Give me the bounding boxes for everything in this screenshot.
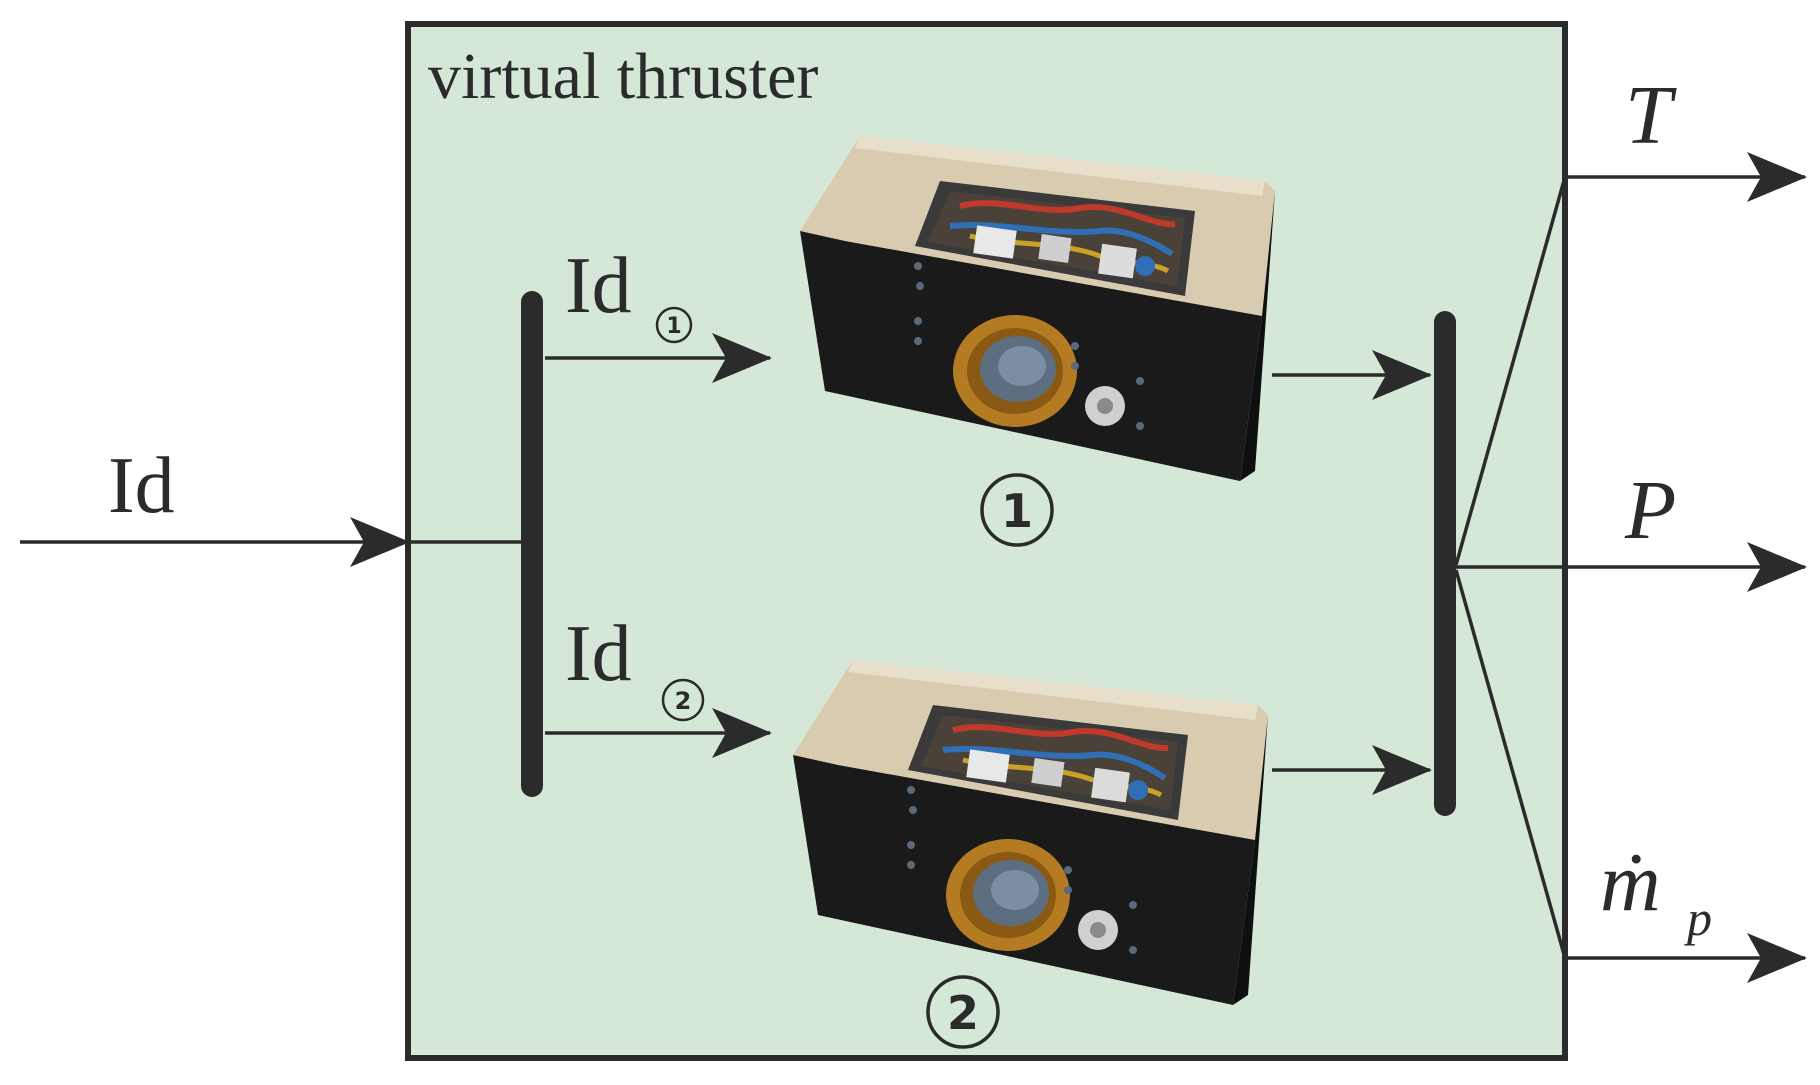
unit-1-number-circle xyxy=(980,473,1054,547)
unit-2-number-circle xyxy=(926,975,1000,1049)
thrust-label: T xyxy=(1625,69,1677,162)
fanout-line-mass-flow xyxy=(1454,569,1567,959)
mass-flow-label: ṁ xyxy=(1600,836,1661,929)
branch-1-subscript-circle xyxy=(655,306,693,344)
power-label: P xyxy=(1624,464,1676,557)
mass-flow-subscript: p xyxy=(1684,890,1712,946)
fanout-line-thrust xyxy=(1454,176,1567,566)
branch-2-subscript: 2 xyxy=(675,687,692,715)
branch-2-label: Id xyxy=(565,610,632,698)
unit-1-number: 1 xyxy=(1001,484,1033,538)
block-title: virtual thruster xyxy=(428,40,818,113)
branch-1-subscript: 1 xyxy=(666,314,681,339)
branch-2-subscript-circle xyxy=(661,678,705,722)
input-label: Id xyxy=(108,442,175,530)
branch-1-label: Id xyxy=(565,242,632,330)
unit-2-number: 2 xyxy=(947,986,979,1040)
